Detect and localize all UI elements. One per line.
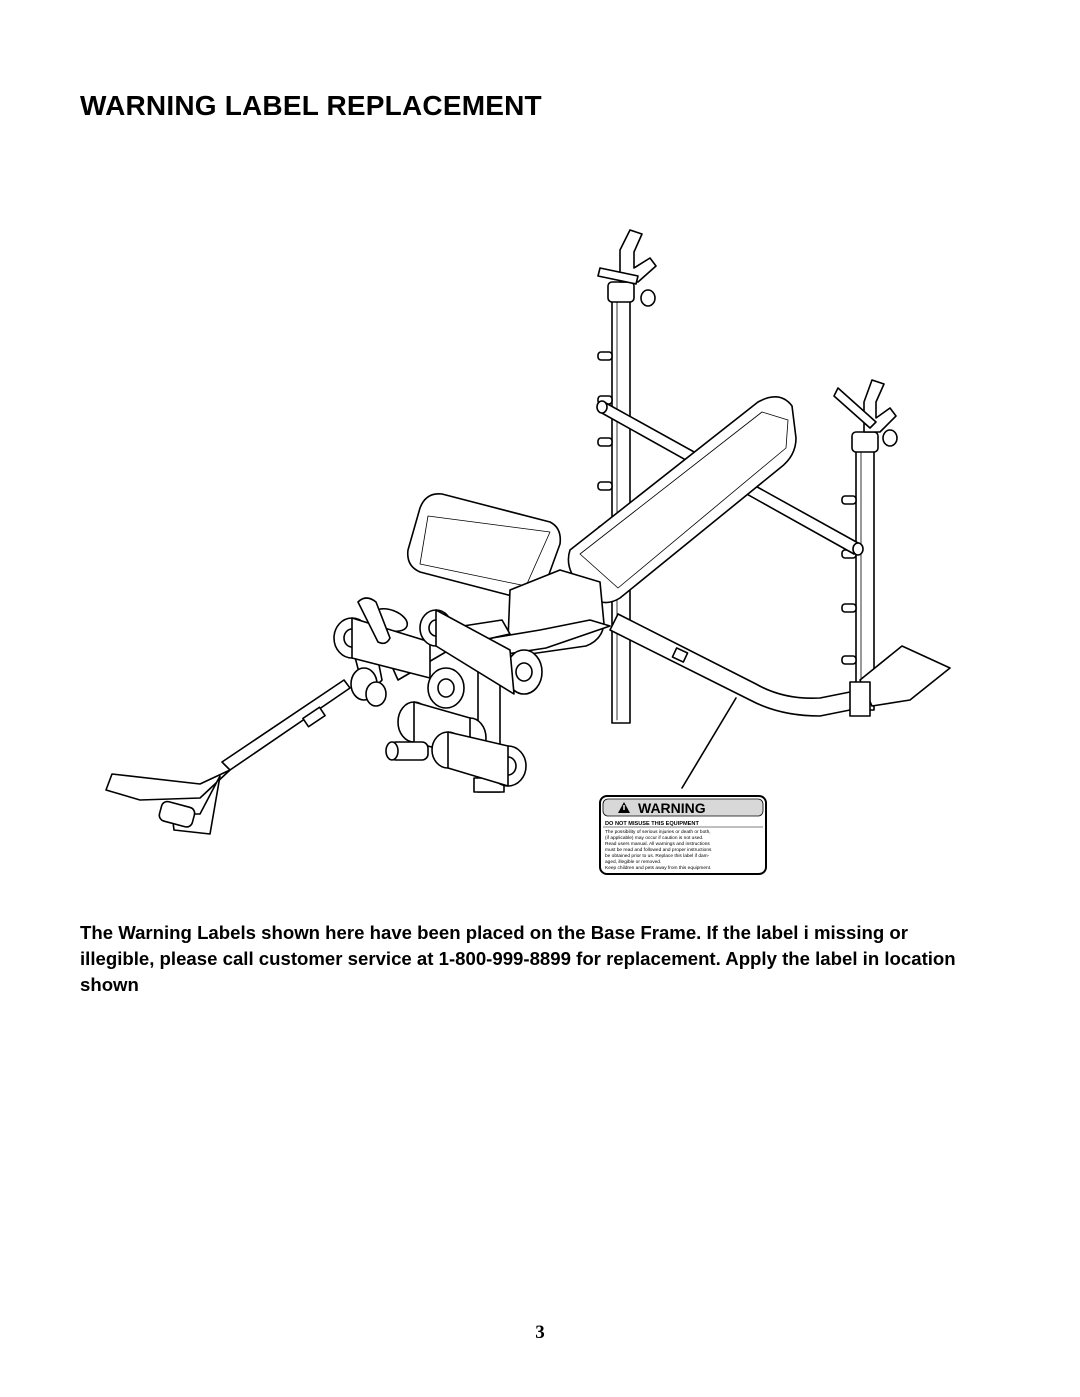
preacher-handle bbox=[357, 597, 391, 645]
weight-bench-illustration: WARNING DO NOT MISUSE THIS EQUIPMENT The… bbox=[105, 229, 951, 875]
warning-subheader: DO NOT MISUSE THIS EQUIPMENT bbox=[605, 821, 699, 827]
instructions-text: The Warning Labels shown here have been … bbox=[80, 922, 956, 995]
cable-handle bbox=[105, 679, 351, 835]
seat-pad bbox=[406, 492, 611, 657]
label-leader-line bbox=[681, 697, 737, 789]
page-number: 3 bbox=[535, 1322, 545, 1343]
page-title: WARNING LABEL REPLACEMENT bbox=[80, 90, 542, 121]
warning-line: Read users manual. All warnings and inst… bbox=[605, 841, 710, 847]
warning-triangle-icon bbox=[618, 802, 630, 813]
leg-developer bbox=[333, 607, 543, 787]
warning-line: Keep children and pets away from this eq… bbox=[605, 865, 711, 871]
warning-line: The possibility of serious injuries or d… bbox=[605, 829, 711, 835]
warning-line: be obtained prior to us. Replace this la… bbox=[605, 853, 710, 859]
warning-line: (if applicable) may occur if caution is … bbox=[605, 835, 703, 841]
warning-line: must be read and followed and proper ins… bbox=[605, 847, 712, 853]
warning-header: WARNING bbox=[638, 800, 706, 816]
warning-line: aged, illegible or removed. bbox=[605, 859, 661, 865]
warning-label: WARNING DO NOT MISUSE THIS EQUIPMENT The… bbox=[599, 795, 767, 875]
backrest-pad bbox=[567, 396, 797, 604]
right-upright-post bbox=[833, 379, 898, 711]
